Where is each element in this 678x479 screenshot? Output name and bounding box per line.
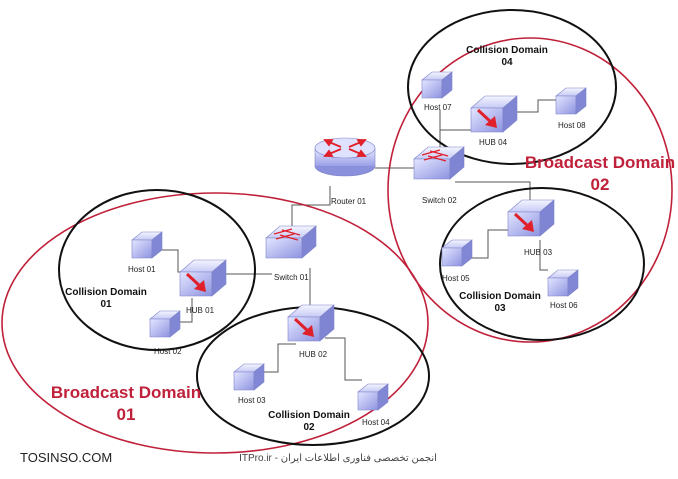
- hub-02-icon: [286, 303, 336, 343]
- host-07-icon: [421, 71, 453, 99]
- host-06-icon: [547, 269, 579, 297]
- switch-02-icon: [413, 146, 465, 180]
- host-06-label: Host 06: [550, 301, 578, 310]
- link-host4-hub2: [325, 337, 362, 381]
- host-08-label: Host 08: [558, 121, 586, 130]
- hub-04-icon: [469, 94, 519, 134]
- host-03-icon: [233, 363, 265, 391]
- switch-01-icon: [265, 225, 317, 259]
- broadcast-domain-01-title: Broadcast Domain: [51, 383, 201, 402]
- switch-01-label: Switch 01: [274, 273, 309, 282]
- host-01-label: Host 01: [128, 265, 156, 274]
- router-01-label: Router 01: [331, 197, 367, 206]
- link-switch2-hub3: [455, 181, 531, 200]
- footer-watermark-text: ITPro.ir - انجمن تخصصی فناوری اطلاعات ای…: [239, 453, 437, 464]
- host-05-label: Host 05: [442, 274, 470, 283]
- host-02-label: Host 02: [154, 347, 182, 356]
- link-host3-hub2: [262, 343, 296, 373]
- hub-03-icon: [506, 198, 556, 238]
- collision-domain-03-number: 03: [494, 303, 506, 314]
- link-host5-hub3: [470, 229, 512, 259]
- host-02-icon: [149, 310, 181, 338]
- footer-site-label: TOSINSO.COM: [20, 450, 112, 465]
- hub-03-label: HUB 03: [524, 248, 553, 257]
- host-08-icon: [555, 87, 587, 115]
- host-04-label: Host 04: [362, 418, 390, 427]
- link-hub4-host8: [515, 99, 556, 113]
- collision-domain-02-title: Collision Domain: [268, 410, 350, 421]
- broadcast-domain-02-number: 02: [591, 175, 610, 194]
- broadcast-domain-01-number: 01: [117, 405, 136, 424]
- link-hub3-host6: [539, 240, 548, 271]
- router-icon: [314, 137, 376, 177]
- hub-02-label: HUB 02: [299, 350, 328, 359]
- collision-domain-01-ring: [58, 189, 256, 351]
- collision-domain-04-title: Collision Domain: [466, 45, 548, 56]
- host-07-label: Host 07: [424, 103, 452, 112]
- collision-domain-04-ring: [407, 9, 617, 165]
- link-host2-hub1: [175, 298, 193, 323]
- collision-domain-03-ring: [439, 187, 645, 341]
- hub-01-label: HUB 01: [186, 306, 215, 315]
- collision-domain-01-number: 01: [100, 299, 112, 310]
- collision-domain-04-number: 04: [501, 57, 513, 68]
- host-01-icon: [131, 231, 163, 259]
- collision-domain-01-title: Collision Domain: [65, 287, 147, 298]
- host-04-icon: [357, 383, 389, 411]
- collision-domain-03-title: Collision Domain: [459, 291, 541, 302]
- broadcast-domain-01-ring: [1, 192, 429, 454]
- hub-01-icon: [178, 258, 228, 298]
- host-03-label: Host 03: [238, 396, 266, 405]
- collision-domain-02-number: 02: [303, 422, 315, 433]
- switch-02-label: Switch 02: [422, 196, 457, 205]
- broadcast-domain-02-title: Broadcast Domain: [525, 153, 675, 172]
- link-switch1-router: [291, 186, 331, 226]
- host-05-icon: [441, 239, 473, 267]
- hub-04-label: HUB 04: [479, 138, 508, 147]
- broadcast-domain-02-ring: [387, 37, 673, 343]
